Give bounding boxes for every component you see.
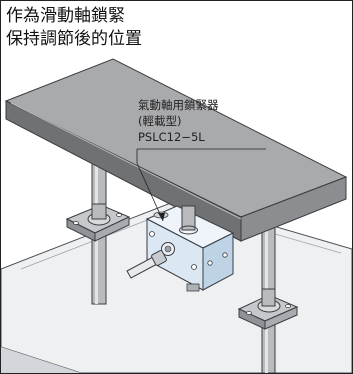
callout-label: 氣動軸用鎖緊器 (輕載型) PSLC12−5L <box>138 97 219 145</box>
caption-line-1: 作為滑動軸鎖緊 <box>6 6 125 26</box>
flange-right <box>237 288 299 330</box>
flange-left <box>65 203 131 242</box>
callout-line-2: (輕載型) <box>138 114 182 128</box>
caption: 作為滑動軸鎖緊 保持調節後的位置 <box>6 5 142 51</box>
callout-line-1: 氣動軸用鎖緊器 <box>138 98 219 112</box>
caption-line-2: 保持調節後的位置 <box>6 29 142 49</box>
shaft-lock-block <box>145 205 235 292</box>
callout-model: PSLC12−5L <box>138 130 205 144</box>
callout-leader <box>136 148 266 222</box>
air-fitting <box>126 250 167 279</box>
